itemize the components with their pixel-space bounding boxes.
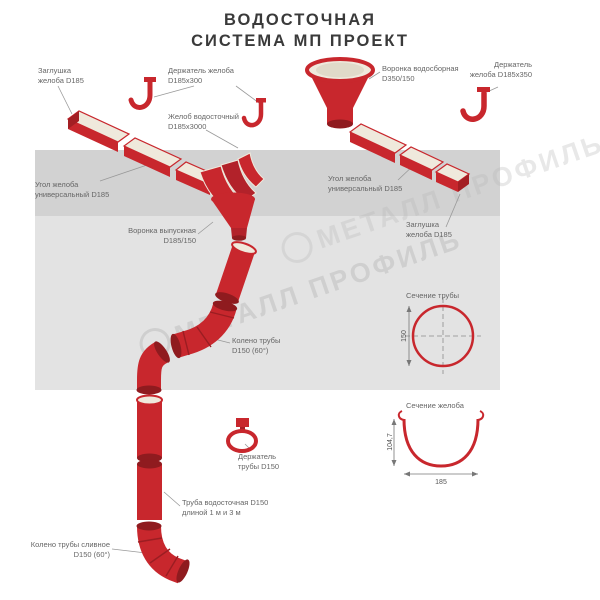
label-gutter-corner-left: Угол желоба универсальный D185 bbox=[35, 180, 110, 199]
label-drain-elbow: Колено трубы сливное D150 (60°) bbox=[30, 540, 110, 559]
pipe-upper-segment bbox=[215, 241, 257, 304]
drain-elbow bbox=[136, 521, 190, 584]
gutter-right-run bbox=[348, 123, 471, 192]
label-pipe-bracket: Держатель трубы D150 bbox=[238, 452, 280, 471]
page-title-line2: СИСТЕМА МП ПРОЕКТ bbox=[191, 32, 409, 51]
page-title-line1: ВОДОСТОЧНАЯ bbox=[223, 11, 376, 29]
gutter-width-dimension: 185 bbox=[435, 479, 447, 486]
leader-lines bbox=[57, 71, 499, 554]
gutter-bracket-middle bbox=[241, 98, 266, 128]
label-gutter-bracket-300: Держатель желоба D185х300 bbox=[168, 66, 234, 85]
label-pipe-section: Сечение трубы bbox=[406, 291, 460, 300]
pipe-elbow-60 bbox=[170, 300, 238, 359]
page-title: ВОДОСТОЧНАЯ СИСТЕМА МП ПРОЕКТ bbox=[0, 10, 600, 53]
pipe-section-diagram: 150 bbox=[401, 298, 481, 374]
pipe-bracket bbox=[226, 418, 258, 453]
label-gutter-section: Сечение желоба bbox=[406, 401, 464, 410]
label-gutter-bracket-350: Держатель желоба D185х350 bbox=[469, 60, 532, 79]
gutter-section-diagram: 185 104,7 bbox=[387, 410, 485, 486]
downpipe-segment-1 bbox=[136, 394, 163, 463]
gutter-bracket-right bbox=[460, 87, 490, 122]
gutter-left-run bbox=[66, 110, 222, 195]
outlet-funnel bbox=[211, 192, 255, 241]
label-collector-funnel: Воронка водосборная D350/150 bbox=[382, 64, 459, 83]
pipe-diameter-dimension: 150 bbox=[401, 330, 408, 342]
label-outlet-funnel: Воронка выпускная D185/150 bbox=[128, 226, 196, 245]
label-gutter-endcap-right: Заглушка желоба D185 bbox=[406, 220, 452, 239]
collector-funnel bbox=[305, 57, 375, 129]
gutter-depth-dimension: 104,7 bbox=[387, 433, 394, 451]
label-gutter: Желоб водосточный D185х3000 bbox=[168, 112, 239, 131]
downpipe-segment-2 bbox=[137, 459, 162, 520]
label-downpipe: Труба водосточная D150 длиной 1 м и 3 м bbox=[182, 498, 269, 517]
label-gutter-endcap-top: Заглушка желоба D185 bbox=[38, 66, 84, 85]
label-pipe-elbow: Колено трубы D150 (60°) bbox=[232, 336, 281, 355]
gutter-bracket-left bbox=[128, 77, 156, 110]
pipe-elbow-lower bbox=[136, 341, 170, 395]
label-gutter-corner-right: Угол желоба универсальный D185 bbox=[328, 174, 403, 193]
